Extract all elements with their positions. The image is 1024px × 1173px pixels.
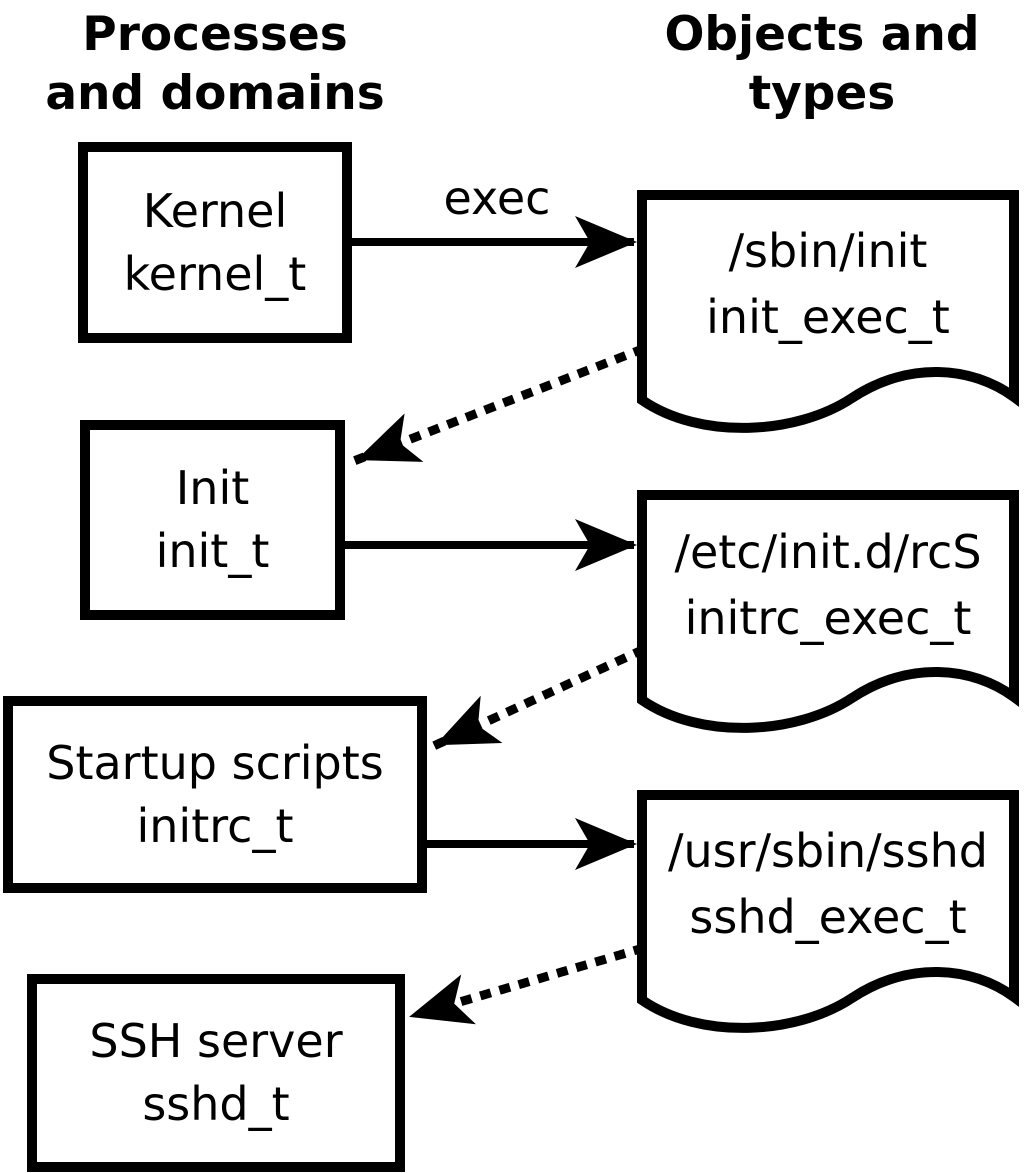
document-shape-sbin-init [637, 190, 1019, 433]
object-label-sbin-init: /sbin/init init_exec_t [642, 218, 1014, 350]
object-label-usr-sbin-sshd: /usr/sbin/sshd sshd_exec_t [642, 818, 1014, 950]
column-header-processes: Processes and domains [0, 5, 430, 123]
object-type: initrc_exec_t [684, 591, 972, 645]
process-box-init: Init init_t [80, 420, 345, 620]
process-box-ssh-server: SSH server sshd_t [27, 974, 405, 1172]
document-shape-etc-initd-rcs [637, 490, 1019, 733]
header-line-1: Objects and [664, 7, 980, 62]
column-header-objects: Objects and types [620, 5, 1024, 123]
process-name: Init [175, 461, 250, 515]
header-line-2: and domains [45, 66, 385, 121]
process-name: SSH server [89, 1014, 343, 1068]
process-box-kernel: Kernel kernel_t [78, 142, 352, 343]
process-name: Startup scripts [46, 735, 384, 790]
object-path: /etc/init.d/rcS [674, 525, 982, 579]
header-line-1: Processes [82, 7, 348, 62]
object-label-etc-initd-rcs: /etc/init.d/rcS initrc_exec_t [642, 519, 1014, 651]
process-box-startup-scripts: Startup scripts initrc_t [3, 696, 427, 893]
object-type: sshd_exec_t [689, 890, 967, 944]
process-domain: init_t [155, 524, 270, 578]
object-path: /sbin/init [728, 224, 928, 278]
object-path: /usr/sbin/sshd [668, 824, 988, 878]
document-shape-usr-sbin-sshd [637, 790, 1019, 1033]
transition-arrow-sshd-to-sshserver [406, 943, 646, 1025]
process-domain: kernel_t [123, 246, 307, 301]
exec-arrow-label: exec [443, 171, 551, 225]
transition-arrow-rcs-to-initrc [432, 645, 646, 750]
process-name: Kernel [142, 183, 288, 238]
transition-arrow-sbin-init-to-init [353, 344, 646, 465]
process-domain: sshd_t [142, 1077, 290, 1131]
header-line-2: types [748, 66, 896, 121]
process-domain: initrc_t [136, 798, 294, 853]
object-type: init_exec_t [706, 290, 950, 344]
